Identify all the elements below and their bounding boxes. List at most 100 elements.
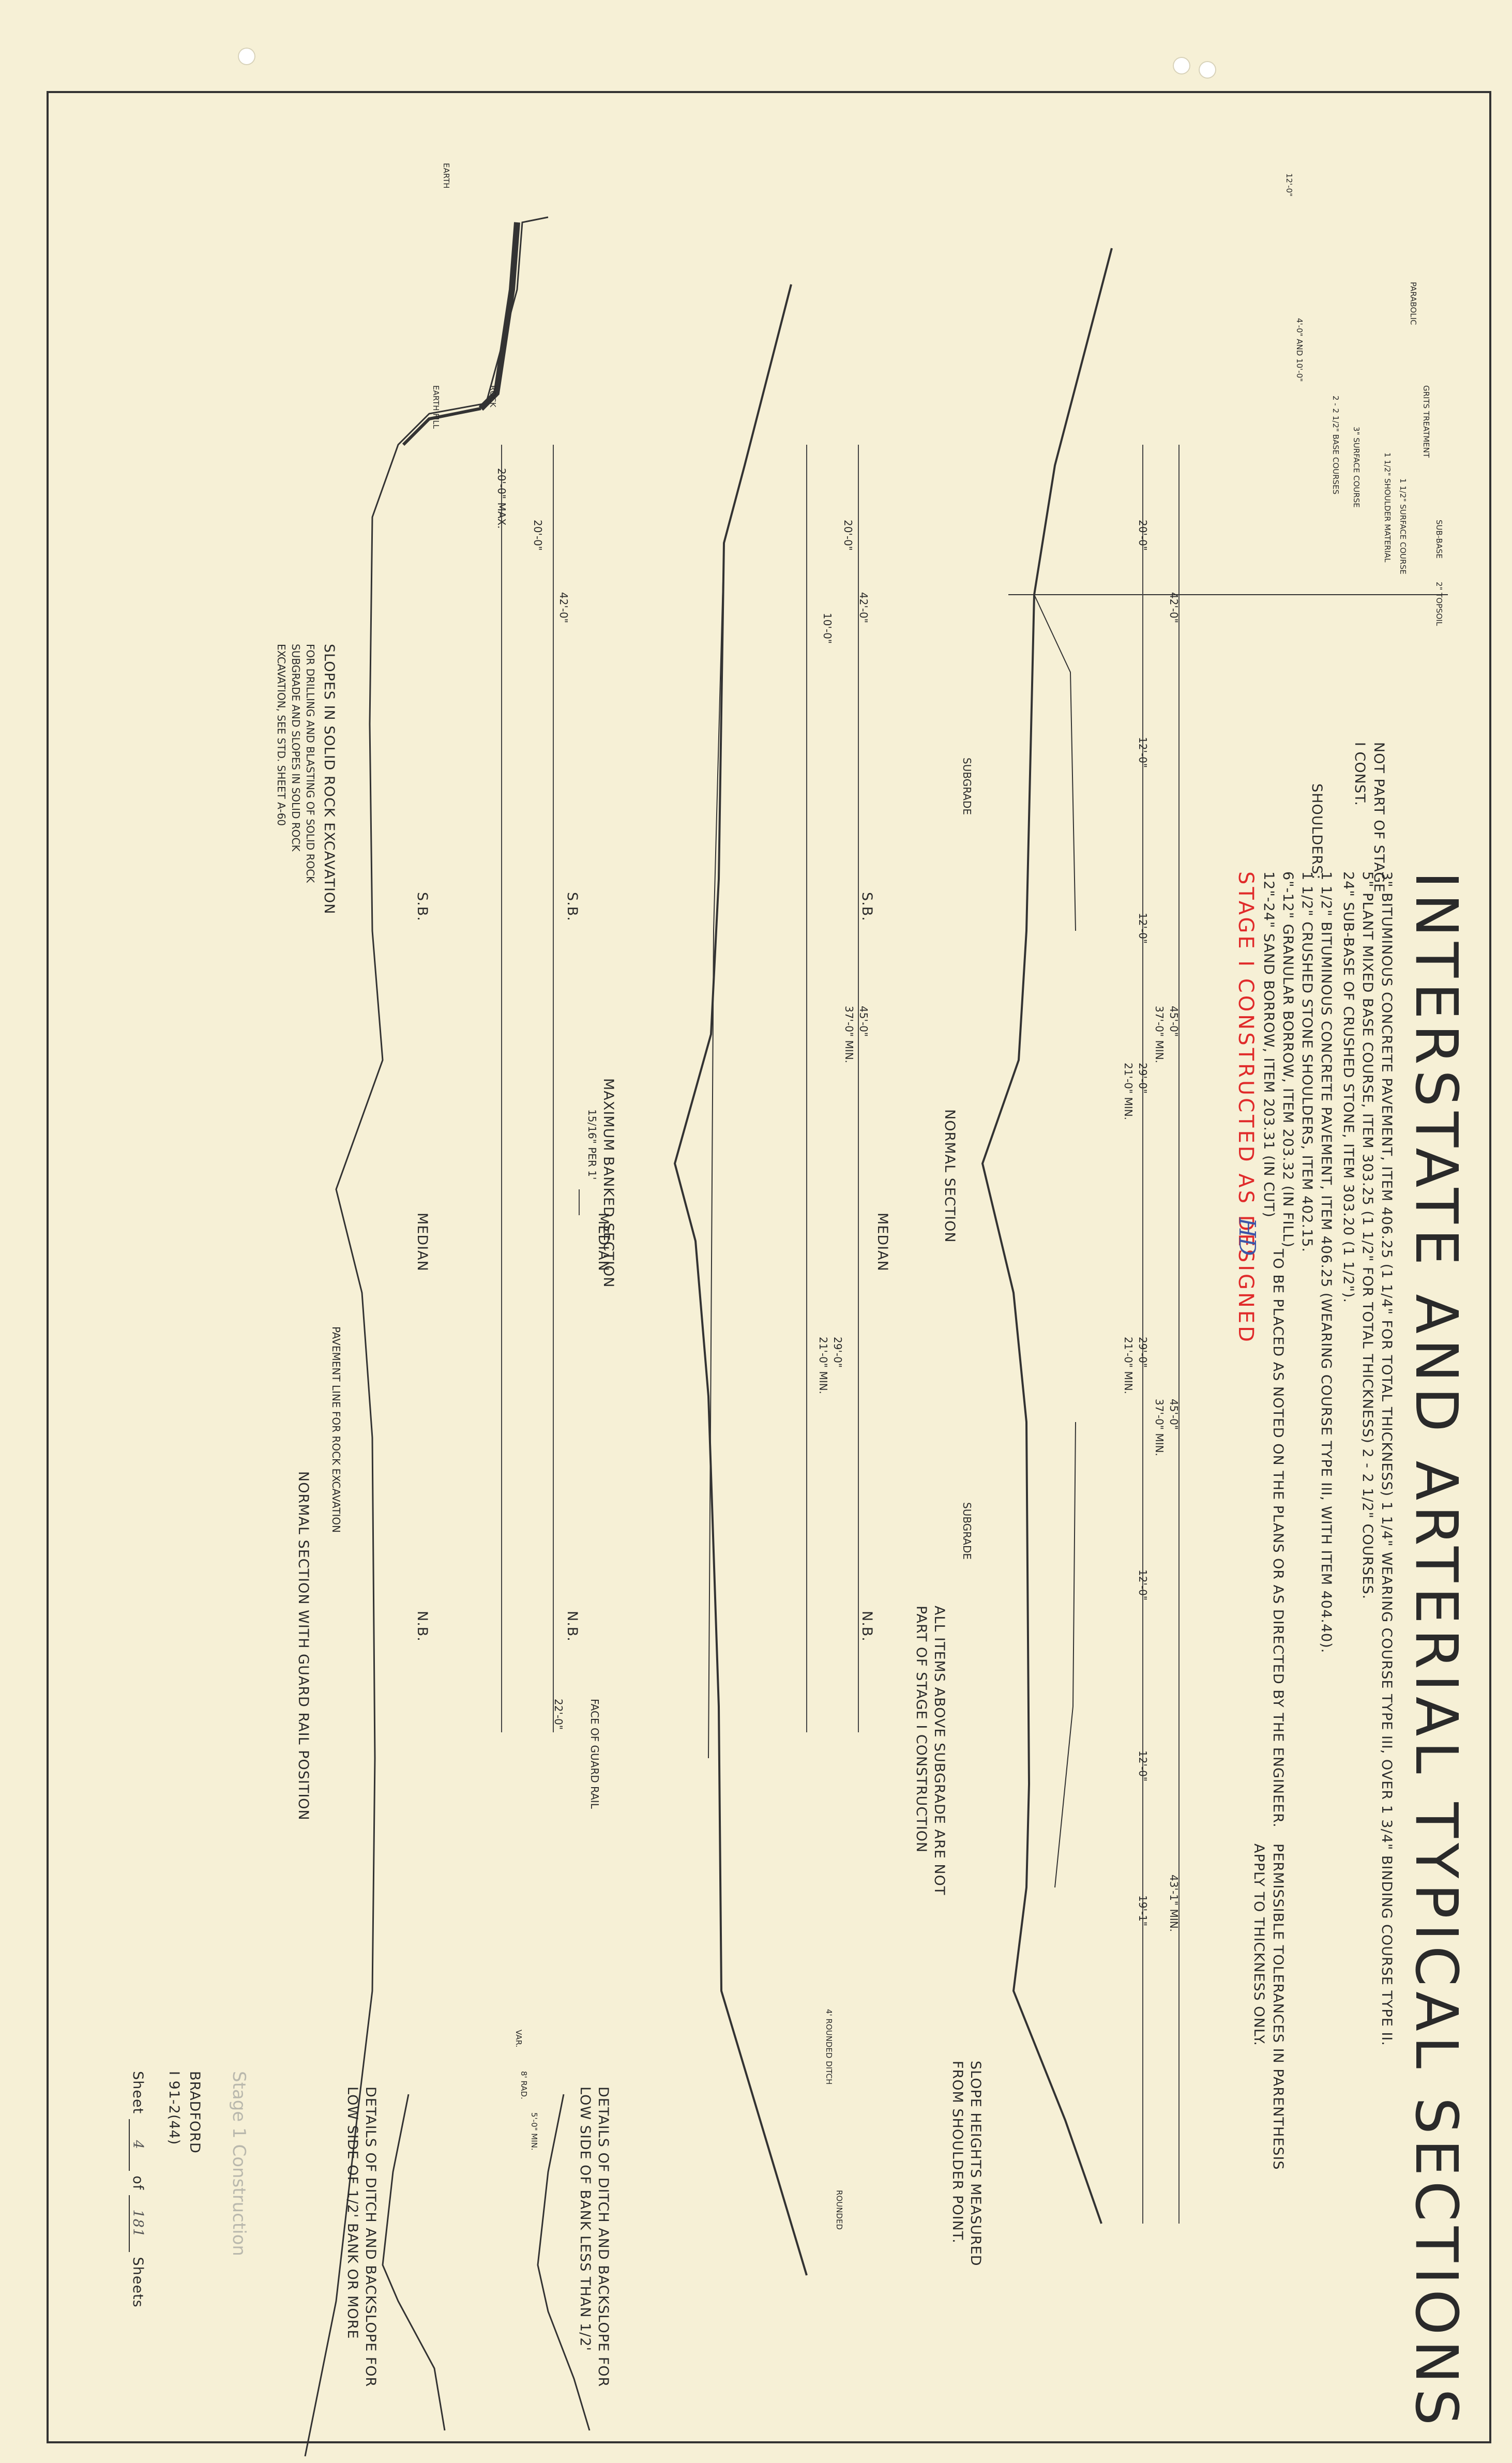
sheet-word: Sheet xyxy=(130,2071,146,2114)
sheet-border xyxy=(47,91,1491,2443)
nb-label-normal: N.B. xyxy=(859,1611,875,1642)
dim-12-normal-3: 12'-0" xyxy=(1137,1569,1149,1601)
rock-slope-note-2: FOR DRILLING AND BLASTING OF SOLID ROCK xyxy=(304,644,316,883)
borrow-note-2: 12"-24" SAND BORROW, ITEM 203.31 (IN CUT… xyxy=(1261,871,1277,1218)
not-part-note-2: I CONST. xyxy=(1352,742,1368,806)
banked-section-sub: 15/16" PER 1' xyxy=(586,1109,598,1180)
dim-12-normal-2: 12'-0" xyxy=(1137,913,1149,944)
banked-section-profile xyxy=(673,284,808,2276)
pavement-note-2: 5" PLANT MIXED BASE COURSE, ITEM 303.25 … xyxy=(1359,871,1375,1600)
rock-slope-note-4: EXCAVATION, SEE STD. SHEET A-60 xyxy=(275,644,288,826)
shoulders-label: SHOULDERS: xyxy=(1309,783,1325,880)
sub-base-label: SUB-BASE xyxy=(1434,520,1444,559)
normal-section-profile xyxy=(981,248,1448,2224)
punch-hole xyxy=(238,48,255,65)
sb-label-guard: S.B. xyxy=(414,892,430,921)
parabolic-label: PARABOLIC xyxy=(1409,282,1418,325)
ditch-less-note-1: DETAILS OF DITCH AND BACKSLOPE FOR xyxy=(595,2087,611,2388)
dim-5min-label: 5'-0" MIN. xyxy=(530,2112,539,2151)
sheet-label: Sheet 4 of 181 Sheets xyxy=(129,2071,146,2308)
dim-20-banked: 20'-0" xyxy=(842,520,854,551)
dim-45-banked: 45'-0" xyxy=(857,1006,870,1037)
earth-label: EARTH xyxy=(442,163,451,189)
of-word: of xyxy=(130,2175,146,2190)
above-subgrade-note-2: PART OF STAGE I CONSTRUCTION xyxy=(913,1606,929,1853)
nb-label-banked: N.B. xyxy=(564,1611,580,1642)
face-guard-label: FACE OF GUARD RAIL xyxy=(588,1699,601,1809)
median-label-normal: MEDIAN xyxy=(874,1213,890,1272)
ditch-details xyxy=(382,2094,591,2431)
rotated-sheet-content: INTERSTATE AND ARTERIAL TYPICAL SECTIONS… xyxy=(53,96,1490,2443)
dim-21-banked: 21'-0" MIN. xyxy=(817,1337,829,1394)
surface-material-label: 1 1/2" SURFACE COURSE xyxy=(1398,478,1408,575)
sb-label-normal: S.B. xyxy=(859,892,875,921)
above-subgrade-note-1: ALL ITEMS ABOVE SUBGRADE ARE NOT xyxy=(931,1606,947,1896)
dim-21-normal: 21'-0" MIN. xyxy=(1122,1063,1135,1120)
project-name: BRADFORD xyxy=(187,2071,203,2154)
median-label-guard: MEDIAN xyxy=(414,1213,430,1272)
normal-section-label: NORMAL SECTION xyxy=(942,1109,958,1243)
rad-label: 8' RAD. xyxy=(519,2071,528,2099)
guard-rail-section-profile xyxy=(304,216,549,2457)
sb-label-banked: S.B. xyxy=(564,892,580,921)
sheets-word: Sheets xyxy=(130,2257,146,2308)
dim-10-banked: 10'-0" xyxy=(821,613,834,644)
rounded-label: ROUNDED xyxy=(835,2190,844,2230)
surface-course-label: 3" SURFACE COURSE xyxy=(1352,427,1361,508)
earth-fill-label: EARTH FILL xyxy=(431,385,441,429)
sheet-number: 4 xyxy=(129,2119,146,2171)
dim-20-normal: 20'-0" xyxy=(1137,520,1149,551)
tolerance-note-1: PERMISSIBLE TOLERANCES IN PARENTHESIS xyxy=(1270,1844,1286,2170)
dim-12-detail: 12'-0" xyxy=(1284,173,1294,197)
borrow-note-3: TO BE PLACED AS NOTED ON THE PLANS OR AS… xyxy=(1270,1249,1286,1828)
dim-22-guard: 22'-0" xyxy=(552,1699,565,1730)
pavement-line-label: PAVEMENT LINE FOR ROCK EXCAVATION xyxy=(330,1326,342,1533)
dimension-lines xyxy=(501,445,1180,2224)
dim-29-normal-r: 29'-0" xyxy=(1137,1337,1149,1368)
dim-12-normal-4: 12'-0" xyxy=(1137,1750,1149,1782)
topsoil-label: 2" TOPSOIL xyxy=(1434,582,1444,626)
pavement-note-1: 3" BITUMINOUS CONCRETE PAVEMENT, ITEM 40… xyxy=(1379,871,1395,2046)
subgrade-label-2: SUBGRADE xyxy=(961,1502,973,1560)
shoulders-note-1: 1 1/2" BITUMINOUS CONCRETE PAVEMENT, ITE… xyxy=(1318,871,1334,1654)
dim-43-normal: 43'-1" MIN. xyxy=(1168,1875,1180,1932)
rock-slope-note-1: SLOPES IN SOLID ROCK EXCAVATION xyxy=(321,644,337,915)
dim-20max-guard: 20'-0" MAX. xyxy=(495,468,508,529)
dim-12-normal-1: 12'-0" xyxy=(1137,737,1149,768)
rock-slope-note-3: SUBGRADE AND SLOPES IN SOLID ROCK xyxy=(290,644,302,852)
grits-label: GRITS TREATMENT xyxy=(1422,385,1431,458)
median-label-banked: MEDIAN xyxy=(595,1213,611,1272)
dim-29-banked: 29'-0" xyxy=(831,1337,844,1368)
dim-42-guard: 42'-0" xyxy=(557,592,570,624)
dim-29-normal: 29'-0" xyxy=(1137,1063,1149,1094)
stage-note: Stage 1 Construction xyxy=(229,2071,249,2256)
tolerance-note-2: APPLY TO THICKNESS ONLY. xyxy=(1251,1844,1267,2046)
project-number: I 91-2(44) xyxy=(166,2071,182,2145)
stage-stamp: STAGE I CONSTRUCTED AS DESIGNED xyxy=(1234,871,1258,1344)
sheet-total: 181 xyxy=(129,2195,146,2252)
stamp-initials: HD xyxy=(1234,1218,1260,1256)
pavement-note-3: 24" SUB-BASE OF CRUSHED STONE, ITEM 303.… xyxy=(1340,871,1356,1303)
dim-37-banked: 37'-0" MIN. xyxy=(843,1006,855,1063)
borrow-note-1: 6"-12" GRANULAR BORROW, ITEM 203.32 (IN … xyxy=(1280,871,1296,1248)
guard-rail-section-label: NORMAL SECTION WITH GUARD RAIL POSITION xyxy=(295,1471,311,1821)
base-courses-label: 2 - 2 1/2" BASE COURSES xyxy=(1331,396,1340,495)
dim-37-normal-r: 37'-0" MIN. xyxy=(1153,1399,1166,1456)
rock-label: ROCK xyxy=(488,385,497,407)
slope-heights-note-1: SLOPE HEIGHTS MEASURED xyxy=(967,2061,984,2266)
shoulder-material-label: 1 1/2" SHOULDER MATERIAL xyxy=(1383,452,1392,563)
ditch-more-note-2: LOW SIDE OF 1/2' BANK OR MORE xyxy=(344,2087,360,2339)
nb-label-guard: N.B. xyxy=(414,1611,430,1642)
ditch-more-note-1: DETAILS OF DITCH AND BACKSLOPE FOR xyxy=(362,2087,379,2388)
dim-20-guard: 20'-0" xyxy=(532,520,544,551)
dim-37-normal: 37'-0" MIN. xyxy=(1153,1006,1166,1063)
dim-45-normal-r: 45'-0" xyxy=(1168,1399,1180,1430)
sheet-title: INTERSTATE AND ARTERIAL TYPICAL SECTIONS xyxy=(1402,871,1470,2431)
not-part-note: NOT PART OF STAGE xyxy=(1371,742,1387,893)
slope-heights-note-2: FROM SHOULDER POINT. xyxy=(949,2061,965,2244)
punch-hole xyxy=(1199,61,1216,79)
dim-21-normal-r: 21'-0" MIN. xyxy=(1122,1337,1135,1394)
dim-4-10-detail: 4'-0" AND 10'-0" xyxy=(1295,318,1304,382)
